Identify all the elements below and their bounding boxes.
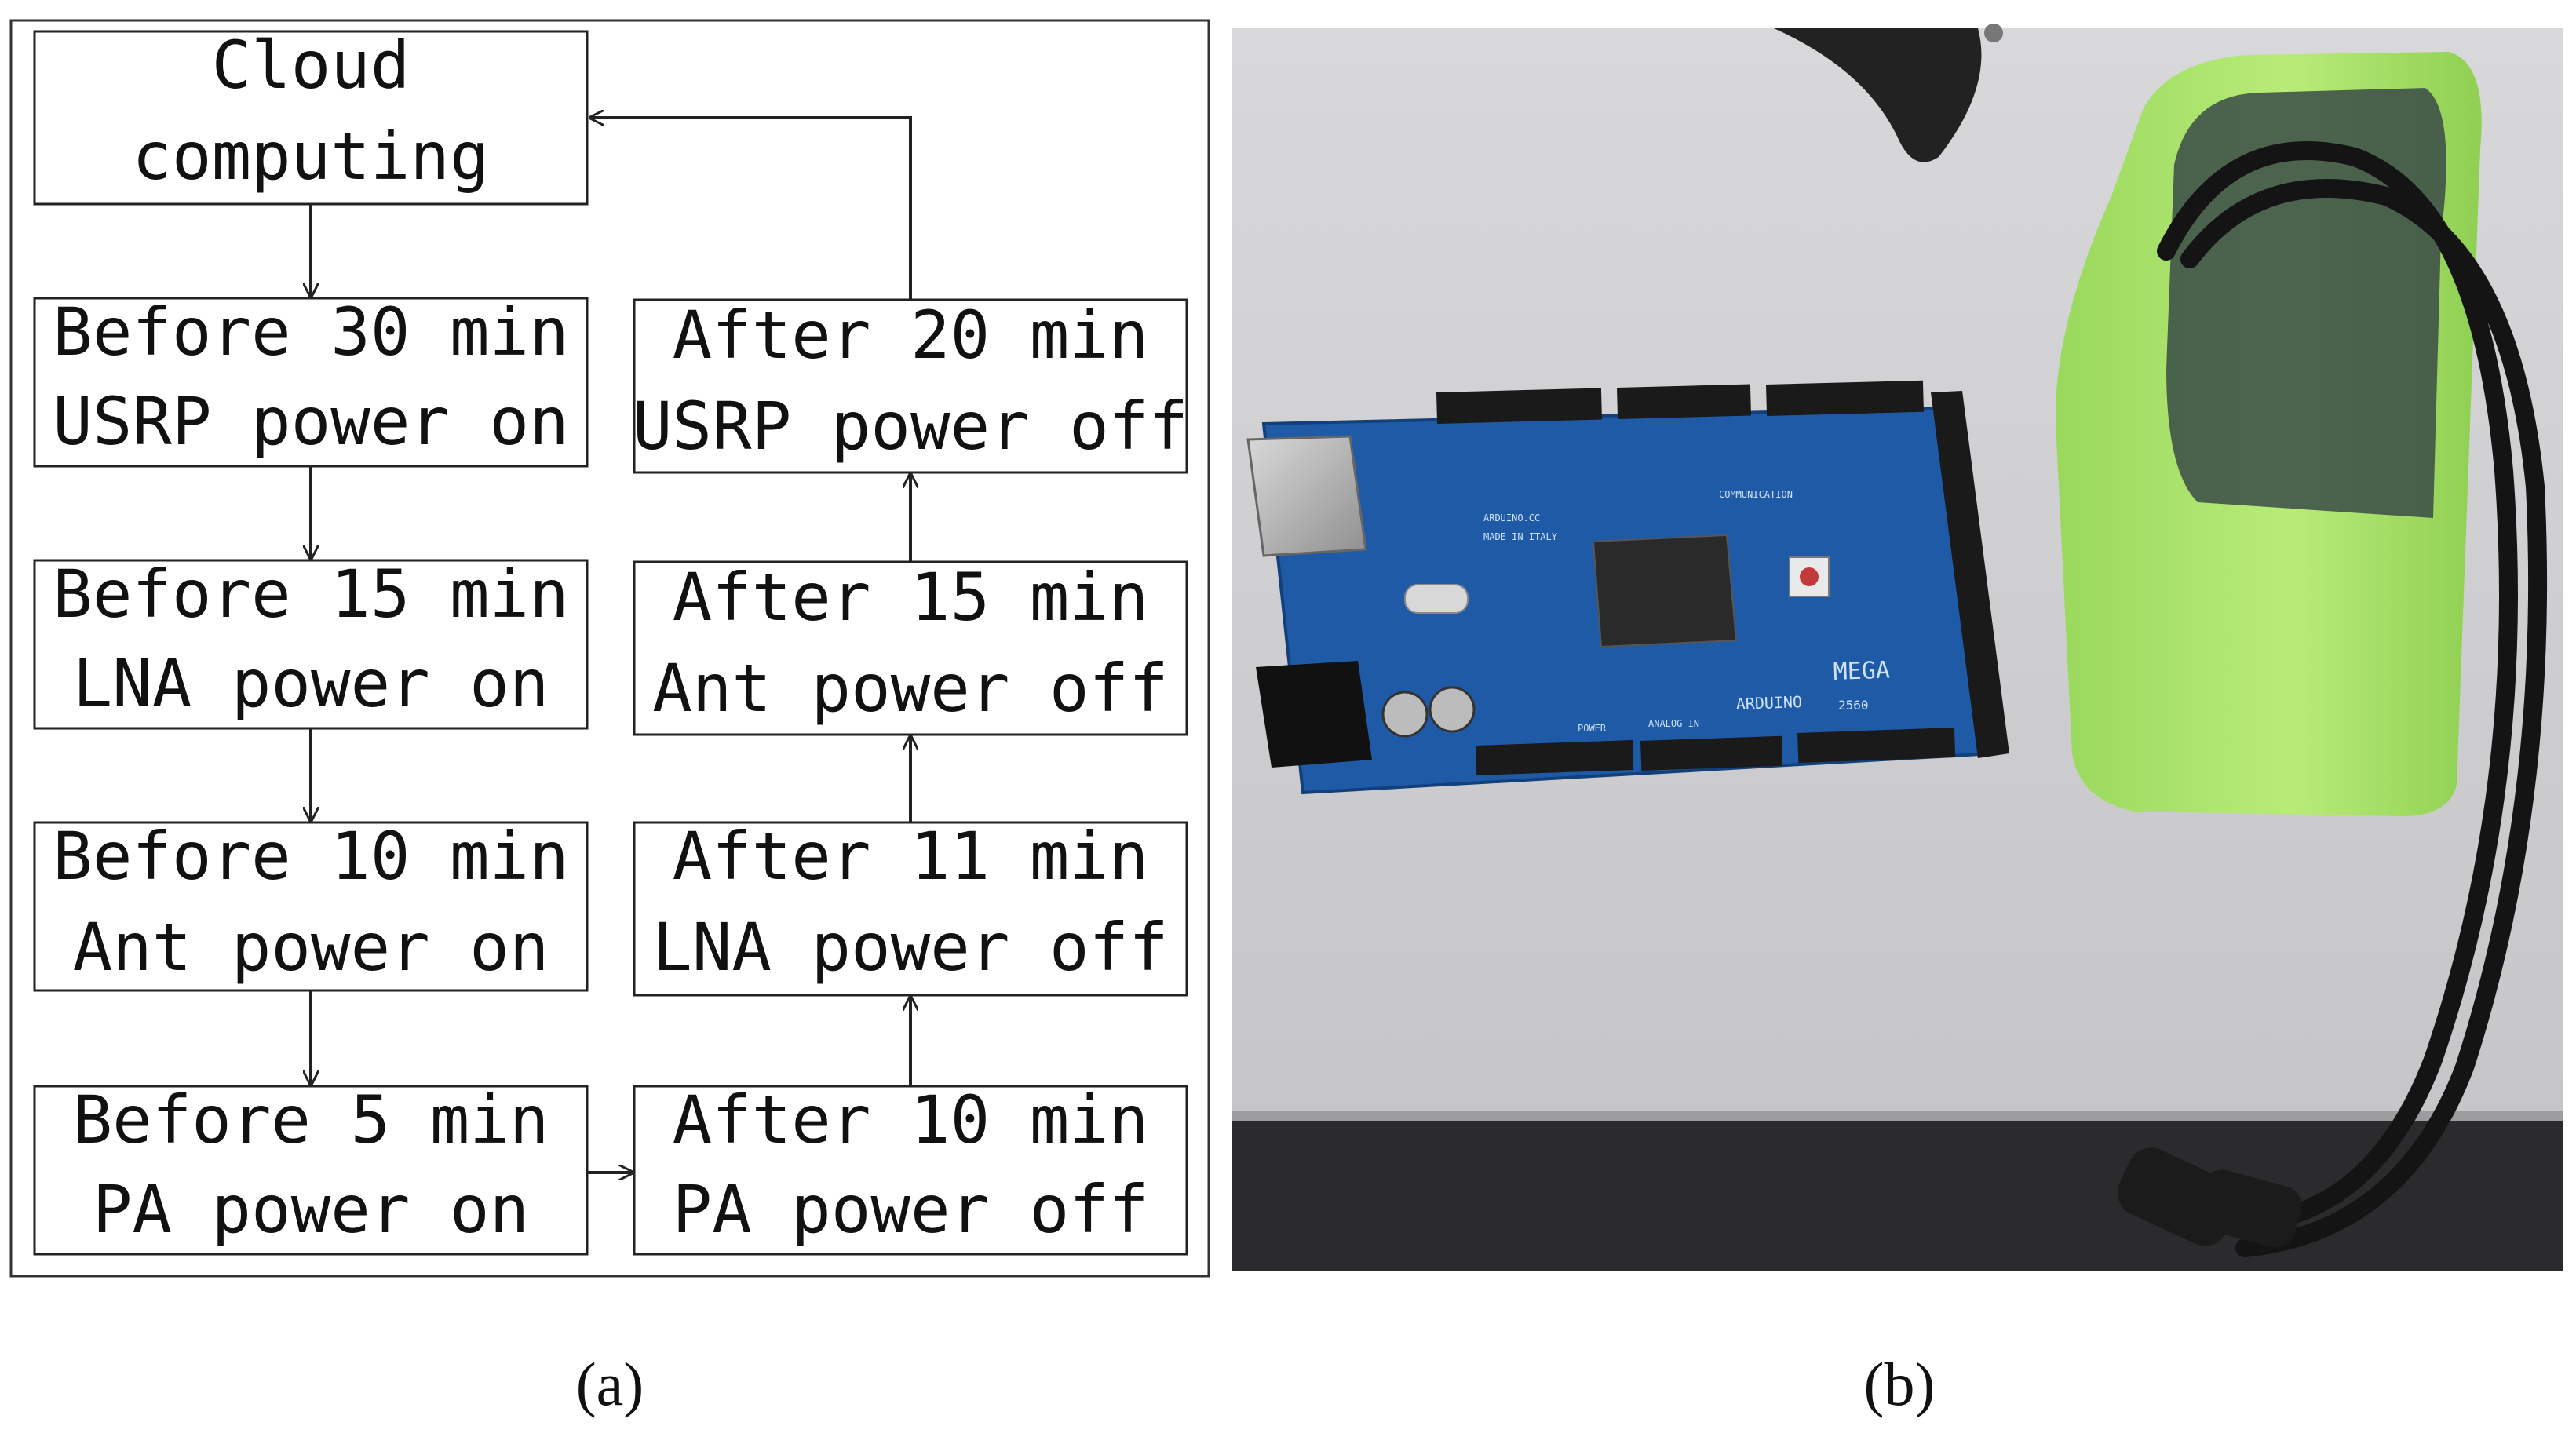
board-brand-label: ARDUINO [1735, 692, 1802, 713]
node-before-15-line1: Before 15 min [53, 556, 568, 633]
panel-b-photo: ARDUINO MEGA 2560 MADE IN ITALY ARDUINO.… [1232, 24, 2563, 1418]
arrow-after20-to-cloud [590, 118, 912, 300]
mcu-chip [1592, 534, 1738, 648]
node-before-5-line2: PA power on [93, 1171, 529, 1248]
node-before-5: Before 5 min PA power on [33, 1081, 589, 1256]
board-comm-label: COMMUNICATION [1719, 489, 1793, 500]
node-after-11-line1: After 11 min [673, 818, 1149, 895]
power-jack [1256, 661, 1372, 768]
panel-a-caption: (a) [576, 1350, 644, 1418]
node-after-10: After 10 min PA power off [633, 1081, 1188, 1256]
node-cloud-line2: computing [132, 118, 489, 195]
cable-connector [2117, 1147, 2302, 1248]
node-after-20-line1: After 20 min [673, 297, 1149, 374]
panel-a-flowchart: Cloud computing Before 30 min USRP power… [9, 19, 1210, 1418]
board-power-label: POWER [1578, 723, 1607, 734]
flow-arrows [311, 118, 910, 1173]
node-cloud-computing: Cloud computing [33, 27, 589, 206]
node-after-15: After 15 min Ant power off [633, 559, 1188, 736]
digital-headers [1436, 380, 1924, 424]
node-before-15: Before 15 min LNA power on [33, 556, 589, 730]
panel-b-caption: (b) [1864, 1350, 1936, 1418]
node-before-10: Before 10 min Ant power on [33, 818, 589, 992]
board-model-label: MEGA [1833, 656, 1890, 686]
node-before-30-line2: USRP power on [53, 383, 568, 460]
node-before-5-line1: Before 5 min [73, 1081, 549, 1158]
board-model-number: 2560 [1838, 698, 1869, 713]
node-after-10-line2: PA power off [673, 1171, 1149, 1248]
node-before-30-line1: Before 30 min [53, 294, 568, 370]
board-analog-label: ANALOG IN [1648, 718, 1699, 729]
node-before-10-line1: Before 10 min [53, 818, 568, 895]
board-origin-label: MADE IN ITALY [1483, 531, 1558, 542]
node-before-10-line2: Ant power on [73, 909, 549, 986]
capacitor-2 [1428, 686, 1476, 733]
crystal [1404, 584, 1469, 614]
black-object-top [1774, 28, 1982, 162]
node-after-15-line1: After 15 min [673, 559, 1149, 636]
node-before-30: Before 30 min USRP power on [33, 294, 589, 468]
arduino-board: ARDUINO MEGA 2560 MADE IN ITALY ARDUINO.… [1246, 380, 2009, 795]
usb-connector [1246, 435, 1367, 557]
node-after-11-line2: LNA power off [652, 909, 1168, 986]
bottom-headers [1476, 728, 1956, 775]
node-before-15-line2: LNA power on [73, 645, 549, 722]
node-after-11: After 11 min LNA power off [633, 818, 1188, 997]
right-header [1931, 391, 2009, 758]
node-after-20-line2: USRP power off [633, 388, 1188, 465]
capacitor-1 [1381, 691, 1428, 738]
node-after-20: After 20 min USRP power off [633, 297, 1188, 474]
battery-cable [2157, 141, 2548, 1257]
board-website-label: ARDUINO.CC [1483, 512, 1540, 523]
node-after-15-line2: Ant power off [652, 650, 1168, 727]
node-cloud-line1: Cloud [212, 27, 410, 104]
node-after-10-line1: After 10 min [673, 1081, 1149, 1158]
